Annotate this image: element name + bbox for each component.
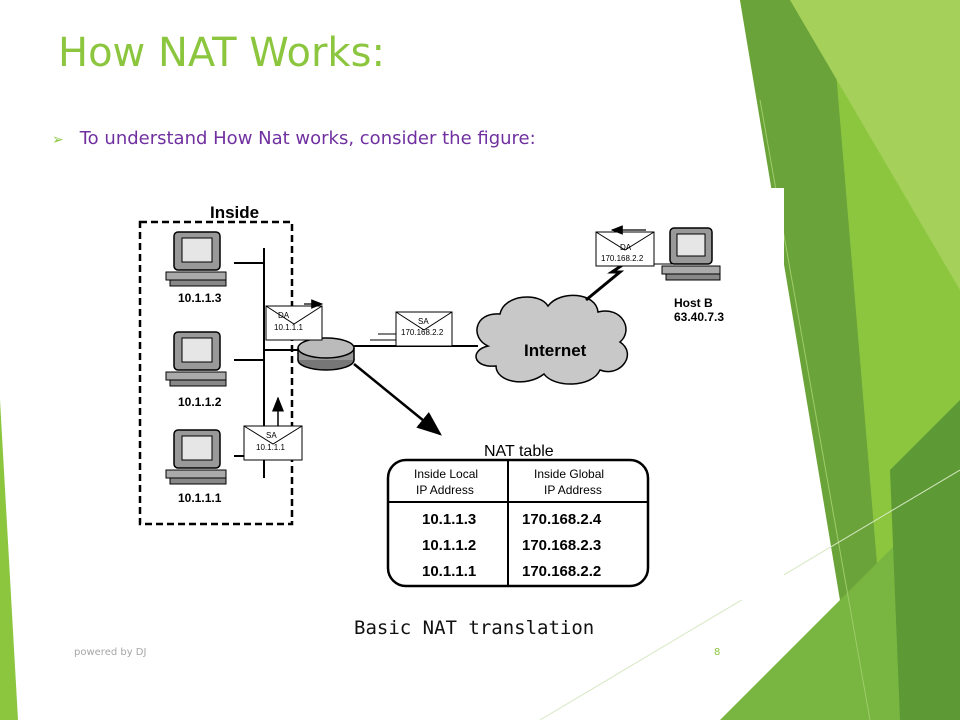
inside-network-boundary <box>138 220 294 526</box>
packet-field: DA <box>278 311 290 320</box>
nat-cell-global: 170.168.2.2 <box>522 563 601 580</box>
nat-diagram: Inside 10.1.1.3 10.1.1.2 10. <box>108 188 784 600</box>
packet-address: 170.168.2.2 <box>601 254 644 263</box>
slide-title: How NAT Works: <box>58 30 385 76</box>
inside-label: Inside <box>210 203 259 222</box>
nat-header-local-2: IP Address <box>416 483 474 497</box>
packet-envelope: DA 170.168.2.2 <box>595 231 655 267</box>
computer-icon <box>165 331 227 387</box>
inside-host-2: 10.1.1.2 <box>165 331 227 409</box>
inside-host-3: 10.1.1.1 <box>165 429 227 505</box>
router-icon <box>297 337 355 371</box>
figure-caption: Basic NAT translation <box>354 617 595 639</box>
nat-cell-local: 10.1.1.1 <box>422 563 476 580</box>
host-b: Host B 63.40.7.3 <box>661 227 724 324</box>
nat-header-global-1: Inside Global <box>534 467 604 481</box>
nat-table: NAT table Inside Local IP Address Inside… <box>386 443 650 588</box>
computer-icon <box>165 231 227 287</box>
packet-address: 170.168.2.2 <box>401 328 444 337</box>
nat-cell-global: 170.168.2.3 <box>522 537 601 554</box>
bullet-item: ➢ To understand How Nat works, consider t… <box>52 128 536 149</box>
page-number: 8 <box>714 647 721 658</box>
host-ip-label: 10.1.1.2 <box>178 395 222 409</box>
nat-cell-local: 10.1.1.3 <box>422 511 476 528</box>
packet-field: SA <box>266 431 277 440</box>
nat-table-title: NAT table <box>484 443 554 460</box>
packet-address: 10.1.1.1 <box>274 323 303 332</box>
host-ip-label: 10.1.1.3 <box>178 291 222 305</box>
bullet-text: To understand How Nat works, consider th… <box>79 128 536 149</box>
packet-envelope: DA 10.1.1.1 <box>265 305 323 341</box>
nat-cell-local: 10.1.1.2 <box>422 537 476 554</box>
nat-header-global-2: IP Address <box>544 483 602 497</box>
packet-field: DA <box>620 243 632 252</box>
packet-envelope: SA 170.168.2.2 <box>395 311 453 347</box>
arrow-bullet-icon: ➢ <box>52 132 64 148</box>
computer-icon <box>165 429 227 485</box>
packet-field: SA <box>418 317 429 326</box>
computer-icon <box>661 227 721 281</box>
packet-address: 10.1.1.1 <box>256 443 285 452</box>
internet-cloud-icon: Internet <box>475 294 629 385</box>
host-ip-label: 10.1.1.1 <box>178 491 222 505</box>
nat-header-local-1: Inside Local <box>414 467 478 481</box>
packet-envelope: SA 10.1.1.1 <box>243 425 303 461</box>
inside-host-1: 10.1.1.3 <box>165 231 227 305</box>
nat-cell-global: 170.168.2.4 <box>522 511 602 528</box>
internet-label: Internet <box>524 341 587 360</box>
host-b-ip: 63.40.7.3 <box>674 310 724 324</box>
host-b-name: Host B <box>674 296 713 310</box>
footer-text: powered by DJ <box>74 647 147 658</box>
